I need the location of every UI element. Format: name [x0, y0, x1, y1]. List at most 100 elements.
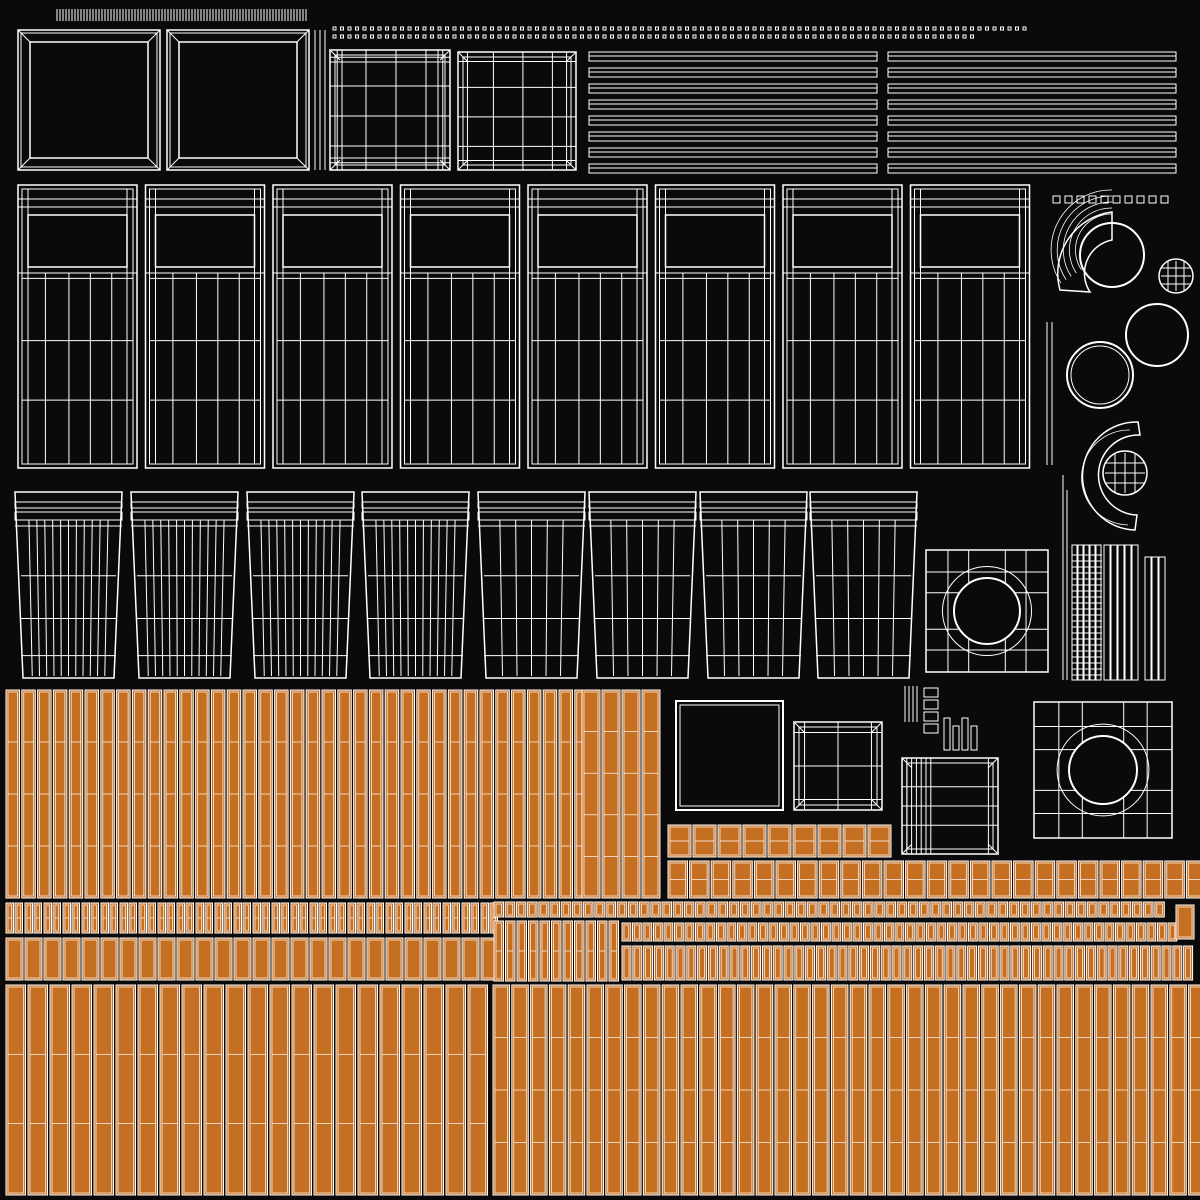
wood-plank	[1096, 945, 1107, 981]
wood-plank	[829, 901, 840, 918]
wood-plank	[697, 945, 708, 981]
plank-fill	[907, 901, 919, 918]
wood-plank	[1087, 901, 1098, 918]
plank-inner	[623, 947, 630, 979]
wood-plank	[581, 689, 601, 899]
grid-line	[276, 519, 280, 677]
wood-plank	[956, 945, 967, 981]
wood-plank	[269, 984, 290, 1196]
wood-plank	[119, 902, 128, 934]
dot-island	[692, 34, 697, 39]
grid-line	[160, 519, 164, 677]
dot-island	[782, 26, 787, 31]
dot-island	[407, 26, 412, 31]
plank-inner	[686, 924, 693, 940]
plank-inner	[728, 924, 735, 940]
wood-plank	[957, 922, 968, 942]
dot-island	[550, 26, 554, 31]
plank-fill	[672, 901, 684, 918]
wood-plank	[621, 922, 632, 942]
plank-fill	[27, 984, 48, 1196]
wood-plank	[793, 984, 811, 1196]
plank-fill	[594, 901, 605, 918]
slat	[1158, 556, 1166, 681]
plank-fill	[1120, 901, 1132, 918]
grid-line	[671, 519, 675, 677]
wood-plank	[1121, 860, 1142, 899]
plank-inner	[749, 924, 756, 940]
dot-island	[332, 34, 337, 39]
wood-plank	[93, 984, 114, 1196]
small-square-island	[1052, 195, 1061, 204]
wood-plank	[1042, 901, 1053, 918]
wood-plank	[313, 984, 334, 1196]
dot-island	[430, 34, 434, 39]
wood-plank	[616, 901, 628, 918]
wood-plank	[1041, 922, 1052, 942]
dot-island	[782, 34, 787, 39]
wood-plank	[849, 984, 868, 1196]
arc-band-ring	[1056, 195, 1113, 280]
bevel-edge	[17, 157, 31, 171]
wood-plank	[71, 984, 92, 1196]
plank-inner	[666, 947, 673, 979]
wood-plank	[128, 902, 137, 934]
dot-island	[392, 34, 397, 39]
wood-plank	[1104, 922, 1115, 942]
wood-plank	[560, 901, 572, 918]
plank-inner	[540, 903, 547, 916]
panel-outer	[925, 549, 1049, 673]
wood-plank	[357, 984, 378, 1196]
plank-inner	[315, 986, 332, 1194]
plank-fill	[967, 945, 978, 981]
plank-inner	[623, 691, 639, 897]
dot-island	[437, 34, 442, 39]
plank-fill	[328, 937, 347, 981]
plank-inner	[216, 939, 231, 979]
wood-plank	[214, 902, 223, 934]
plank-fill	[716, 922, 726, 942]
plank-inner	[742, 903, 749, 916]
cabinet-panel-short	[14, 491, 123, 679]
wood-plank	[493, 920, 504, 982]
bevel-edge	[457, 159, 469, 171]
wood-plank	[516, 920, 527, 982]
wood-plank	[404, 902, 413, 934]
plank-fill	[632, 922, 642, 942]
wood-plank	[873, 922, 884, 942]
wood-plank	[24, 937, 43, 981]
bevel-edge	[793, 721, 805, 733]
slat-stack	[1062, 475, 1166, 681]
wood-plank	[684, 922, 695, 942]
plank-fill	[1129, 945, 1140, 981]
wood-plank	[526, 689, 542, 899]
plank-inner	[959, 924, 966, 940]
plank-fill	[467, 984, 488, 1196]
plank-inner	[227, 986, 244, 1194]
slat	[1095, 544, 1102, 681]
wood-plank	[480, 902, 489, 934]
dot-island	[925, 26, 929, 31]
wood-plank	[1094, 922, 1104, 942]
cabinet-panel-tall	[909, 184, 1031, 469]
dot-island	[962, 34, 967, 39]
plank-fill	[989, 922, 999, 942]
bevel-edge	[987, 843, 999, 855]
plank-fill	[1042, 901, 1053, 918]
plank-inner	[1066, 947, 1073, 979]
panel-rail	[246, 501, 355, 509]
wood-plank	[989, 922, 999, 942]
plank-inner	[823, 924, 829, 940]
wood-plank	[632, 922, 642, 942]
plank-inner	[26, 939, 41, 979]
wood-plank	[583, 901, 594, 918]
plank-inner	[665, 924, 672, 940]
plank-inner	[1134, 903, 1141, 916]
wood-plank	[394, 902, 403, 934]
cabinet-panel-short	[699, 491, 808, 679]
dot-island	[625, 26, 629, 31]
plank-inner	[469, 986, 486, 1194]
plank-fill	[1087, 901, 1098, 918]
plank-inner	[1064, 924, 1071, 940]
dot-island	[445, 34, 449, 39]
